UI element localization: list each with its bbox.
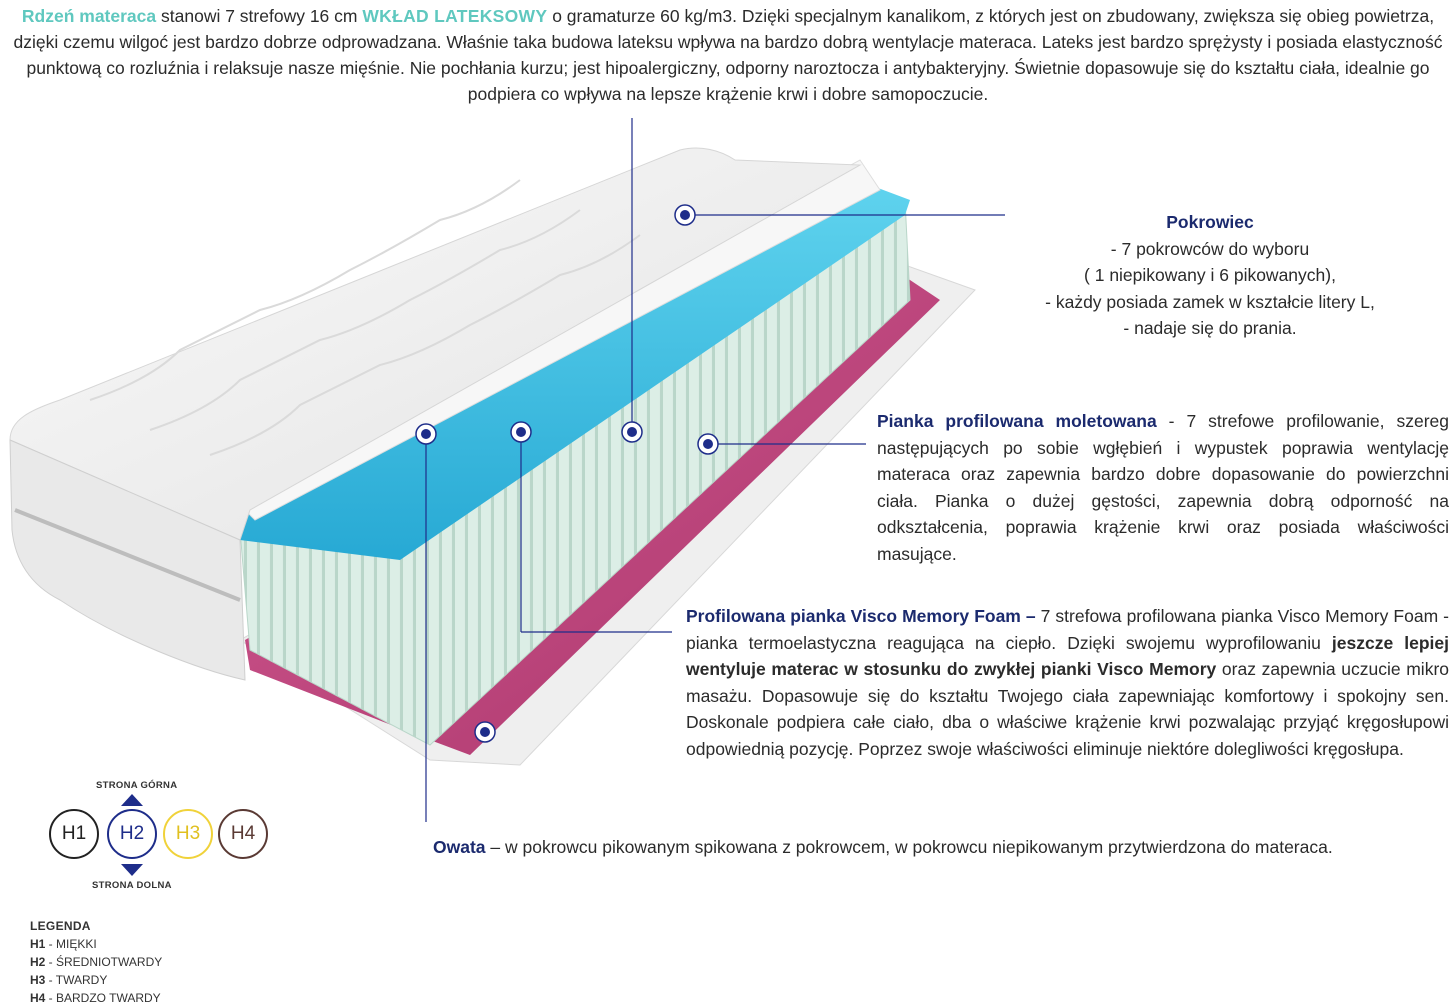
legend-label: - MIĘKKI — [45, 937, 97, 951]
legend-item: H1 - MIĘKKI — [30, 935, 162, 953]
legend-label: - ŚREDNIOTWARDY — [45, 955, 163, 969]
target-markers — [415, 204, 719, 743]
knurled-foam-title: Pianka profilowana moletowana — [877, 411, 1157, 431]
marker-owata — [415, 423, 437, 445]
hardness-badge-h1: H1 — [49, 809, 99, 859]
cover-line-2: ( 1 niepikowany i 6 pikowanych), — [1084, 265, 1336, 285]
legend-label: - BARDZO TWARDY — [45, 991, 161, 1005]
wadding-description: Owata – w pokrowcu pikowanym spikowana z… — [433, 834, 1453, 861]
marker-visco — [510, 421, 532, 443]
intro-text-2: o gramaturze 60 kg/m3. Dzięki specjalnym… — [13, 6, 1443, 104]
marker-cover — [674, 204, 696, 226]
marker-latex — [621, 421, 643, 443]
legend-code: H1 — [30, 937, 46, 951]
leader-lines — [425, 118, 1005, 822]
legend-label: - TWARDY — [45, 973, 108, 987]
top-side-label: STRONA GÓRNA — [96, 780, 178, 791]
marker-pink — [697, 433, 719, 455]
cover-title: Pokrowiec — [1166, 212, 1254, 232]
visco-title: Profilowana pianka Visco Memory Foam – — [686, 606, 1036, 626]
cover-quilt — [89, 179, 641, 456]
visco-text-1: 7 strefowa profilowana pianka Visco Memo… — [686, 606, 1449, 653]
intro-paragraph: Rdzeń materaca stanowi 7 strefowy 16 cm … — [8, 3, 1448, 107]
hardness-badge-h2: H2 — [107, 809, 157, 859]
legend-item: H4 - BARDZO TWARDY — [30, 989, 162, 1007]
wadding-title: Owata — [433, 837, 486, 857]
visco-bold-text: jeszcze lepiej wentyluje materac w stosu… — [686, 632, 1449, 680]
legend-code: H4 — [30, 991, 46, 1005]
cover-zip — [14, 508, 241, 602]
legend-item: H3 - TWARDY — [30, 971, 162, 989]
hardness-badge-h4: H4 — [218, 809, 268, 859]
intro-text-1: stanowi 7 strefowy 16 cm — [156, 6, 363, 26]
legend-title: LEGENDA — [30, 919, 91, 933]
latex-blue-layer — [232, 185, 910, 560]
arrow-up-icon — [121, 794, 143, 806]
legend-code: H2 — [30, 955, 46, 969]
intro-latex-label: WKŁAD LATEKSOWY — [362, 6, 548, 26]
cover-line-3: - każdy posiada zamek w kształcie litery… — [1045, 291, 1375, 312]
cover-description: Pokrowiec - 7 pokrowców do wyboru ( 1 ni… — [1000, 209, 1420, 342]
bottom-side-label: STRONA DOLNA — [92, 880, 172, 891]
cover-line-4: - nadaje się do prania. — [1123, 318, 1297, 338]
cover-side — [9, 439, 246, 681]
wadding-text: – w pokrowcu pikowanym spikowana z pokro… — [485, 837, 1333, 857]
visco-text-2: oraz zapewnia uczucie mikro masażu. Dopa… — [686, 659, 1450, 759]
knurled-foam-description: Pianka profilowana moletowana - 7 strefo… — [877, 408, 1449, 567]
intro-core-label: Rdzeń materaca — [21, 6, 157, 26]
legend: LEGENDA H1 - MIĘKKI H2 - ŚREDNIOTWARDY H… — [30, 917, 162, 1007]
visco-description: Profilowana pianka Visco Memory Foam – 7… — [686, 603, 1449, 762]
knurled-foam-text: - 7 strefowe profilowanie, szereg następ… — [877, 411, 1449, 564]
legend-item: H2 - ŚREDNIOTWARDY — [30, 953, 162, 971]
hardness-badge-h3: H3 — [163, 809, 213, 859]
legend-code: H3 — [30, 973, 46, 987]
marker-sheet — [474, 721, 496, 743]
cover-line-1: - 7 pokrowców do wyboru — [1110, 238, 1310, 259]
arrow-down-icon — [121, 864, 143, 876]
